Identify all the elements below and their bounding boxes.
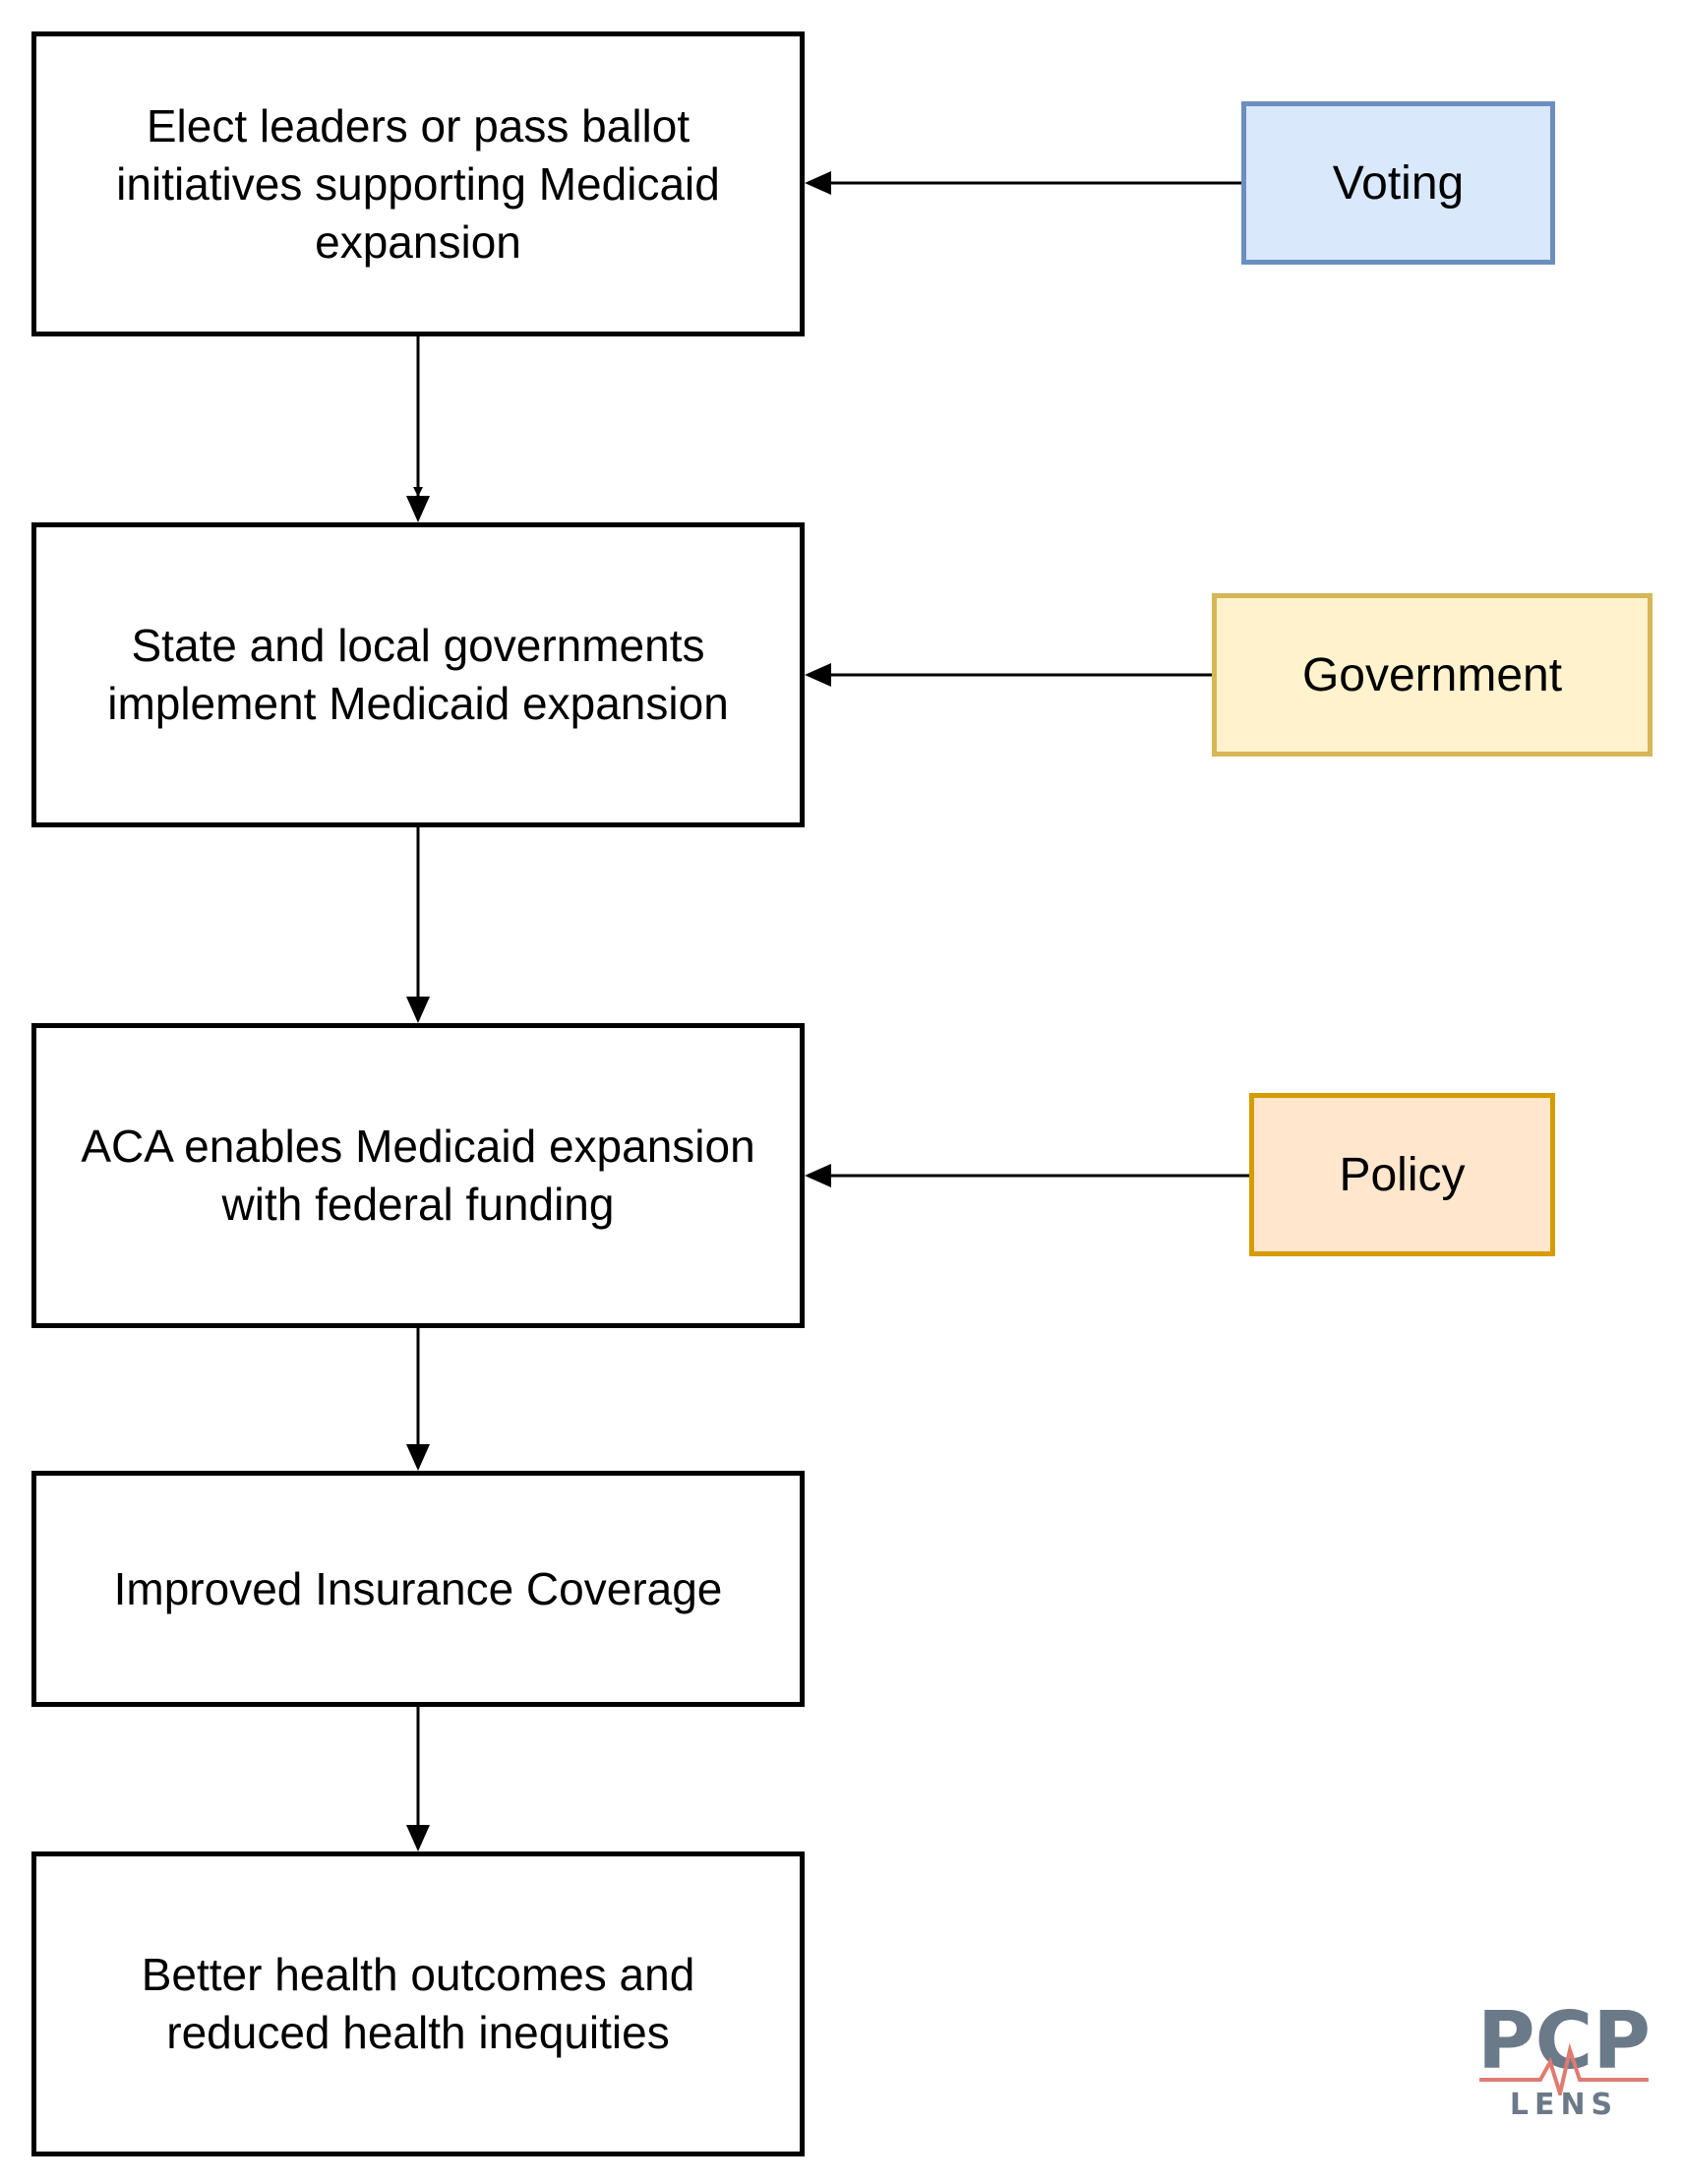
- flow-step-text: Elect leaders or pass ballot initiatives…: [116, 99, 720, 268]
- logo-subtitle: LENS: [1509, 2088, 1619, 2122]
- arrowhead-voting: [805, 171, 831, 195]
- flow-step-text: Better health outcomes and reduced healt…: [141, 1949, 695, 2058]
- flow-step-text: Improved Insurance Coverage: [113, 1562, 723, 1614]
- flow-step-implement-expansion: State and local governments implement Me…: [31, 522, 805, 827]
- arrowhead-step3: [406, 997, 430, 1023]
- flow-step-aca-enables: ACA enables Medicaid expansion with fede…: [31, 1023, 805, 1328]
- side-box-policy: Policy: [1249, 1093, 1555, 1256]
- side-box-label: Government: [1301, 648, 1563, 701]
- side-box-voting: Voting: [1241, 101, 1555, 265]
- flow-step-better-outcomes: Better health outcomes and reduced healt…: [31, 1851, 805, 2156]
- arrowhead-government: [805, 663, 831, 687]
- arrowhead-step4: [406, 1444, 430, 1471]
- flow-step-text: State and local governments implement Me…: [107, 620, 729, 729]
- pulse-icon: [1479, 2042, 1649, 2095]
- pcp-lens-logo: PCP LENS: [1475, 1997, 1652, 2125]
- arrowhead-step5: [406, 1825, 430, 1851]
- side-box-label: Policy: [1339, 1148, 1466, 1201]
- flow-step-improved-coverage: Improved Insurance Coverage: [31, 1471, 805, 1707]
- flow-step-text: ACA enables Medicaid expansion with fede…: [81, 1121, 755, 1230]
- pcp-logo-mark: PCP: [1477, 1997, 1651, 2095]
- arrowhead-policy: [805, 1164, 831, 1187]
- side-box-label: Voting: [1332, 156, 1465, 210]
- flow-step-elect-leaders: Elect leaders or pass ballot initiatives…: [31, 31, 805, 336]
- arrowhead-step2: [406, 496, 430, 522]
- side-box-government: Government: [1212, 593, 1652, 757]
